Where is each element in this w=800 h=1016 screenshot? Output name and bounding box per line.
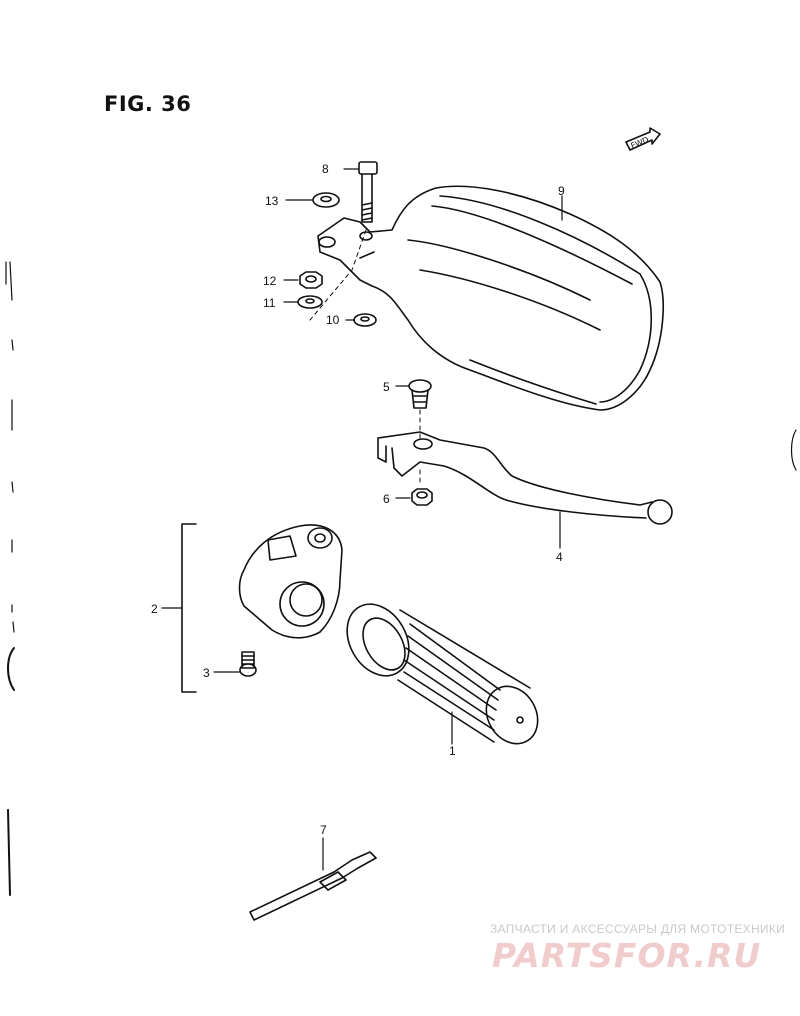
- callout-6: 6: [383, 492, 390, 506]
- callout-10: 10: [326, 313, 340, 327]
- fwd-arrow-icon: FWD: [625, 127, 661, 151]
- callout-12: 12: [263, 274, 277, 288]
- callout-4: 4: [556, 550, 563, 564]
- callout-2: 2: [151, 602, 158, 616]
- part-1-grip: [346, 603, 539, 745]
- callout-7: 7: [320, 823, 327, 837]
- callout-9: 9: [558, 184, 565, 198]
- watermark-logo: PARTSFOR.RU: [492, 936, 762, 975]
- callout-5: 5: [383, 380, 390, 394]
- assembly-axes: [309, 229, 421, 486]
- callout-8: 8: [322, 162, 329, 176]
- part-4-brake-lever: [377, 431, 673, 525]
- leader-lines: [161, 168, 563, 871]
- figure-title: FIG. 36: [104, 92, 192, 116]
- part-7-strap: [249, 851, 377, 921]
- callout-11: 11: [263, 296, 276, 310]
- part-2-bracket: [181, 523, 197, 693]
- scan-edge-marks: [5, 261, 797, 896]
- part-12-nut: [299, 271, 323, 289]
- callout-3: 3: [203, 666, 210, 680]
- part-11-washer: [297, 295, 323, 309]
- part-2-switch-housing: [238, 524, 343, 639]
- callout-13: 13: [265, 194, 279, 208]
- part-8-bolt: [358, 161, 378, 223]
- fwd-label: FWD: [629, 135, 650, 150]
- part-9-hand-guard: [317, 185, 664, 411]
- part-13-washer: [312, 192, 340, 208]
- part-5-bolt: [408, 379, 432, 409]
- part-6-nut: [411, 488, 433, 506]
- callout-1: 1: [449, 744, 456, 758]
- part-3-screw: [239, 651, 257, 677]
- part-10-washer: [353, 313, 377, 327]
- watermark-tagline: ЗАПЧАСТИ И АКСЕССУАРЫ ДЛЯ МОТОТЕХНИКИ: [490, 922, 786, 936]
